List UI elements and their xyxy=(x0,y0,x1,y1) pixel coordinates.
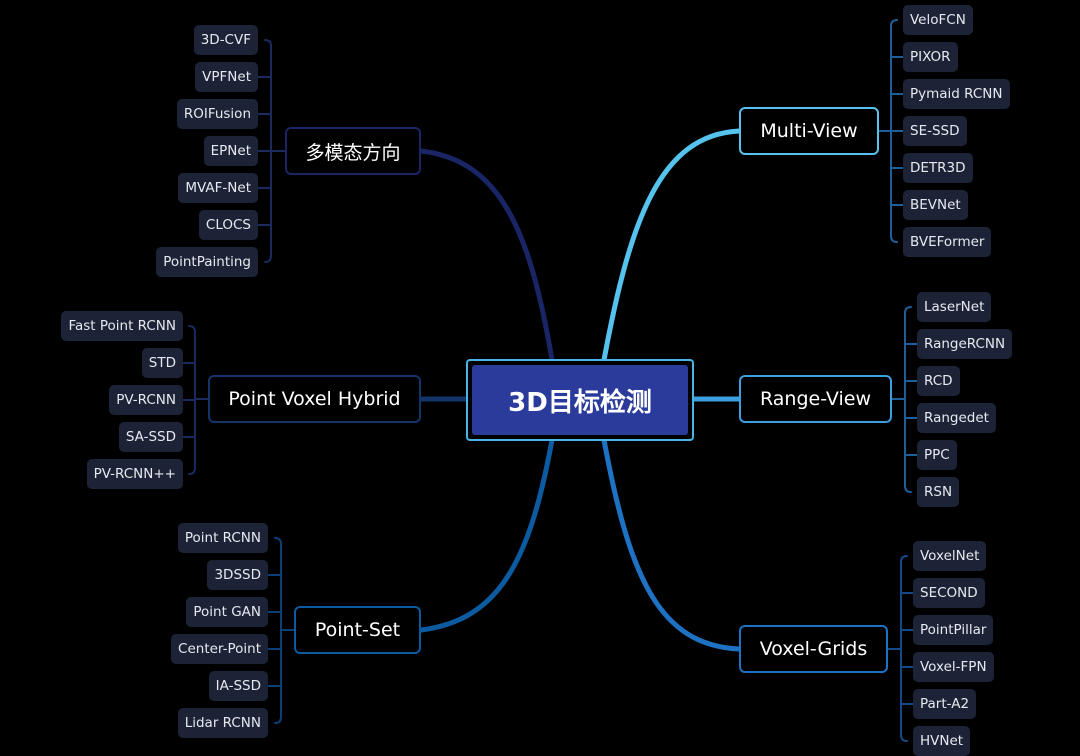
leaf-node[interactable]: EPNet xyxy=(203,136,258,166)
leaf-node[interactable]: RSN xyxy=(917,477,960,507)
link-voxelgrids-spine xyxy=(900,555,908,742)
link-pointset-spine xyxy=(274,537,282,724)
leaf-node[interactable]: Part-A2 xyxy=(913,689,977,719)
leaf-node[interactable]: LaserNet xyxy=(917,292,992,322)
link-root-multimodal xyxy=(418,148,555,363)
leaf-node[interactable]: Voxel-FPN xyxy=(913,652,994,682)
leaf-node[interactable]: 3D-CVF xyxy=(193,25,258,55)
leaf-node[interactable]: PIXOR xyxy=(903,42,958,72)
leaf-node[interactable]: Center-Point xyxy=(171,634,268,664)
link-rangeview-spine xyxy=(904,306,912,493)
leaf-node[interactable]: Fast Point RCNN xyxy=(61,311,183,341)
root-label: 3D目标检测 xyxy=(472,365,688,435)
leaf-node[interactable]: PointPainting xyxy=(156,247,258,277)
leaf-node[interactable]: SE-SSD xyxy=(903,116,967,146)
leaf-node[interactable]: Point RCNN xyxy=(177,523,268,553)
link-root-pointset xyxy=(418,437,555,633)
leaf-node[interactable]: PointPillar xyxy=(913,615,994,645)
branch-range-view[interactable]: Range-View xyxy=(739,375,892,423)
leaf-node[interactable]: PV-RCNN++ xyxy=(86,459,183,489)
leaf-node[interactable]: PV-RCNN xyxy=(109,385,183,415)
leaf-node[interactable]: Lidar RCNN xyxy=(177,708,268,738)
leaf-node[interactable]: HVNet xyxy=(913,726,971,756)
leaf-node[interactable]: BVEFormer xyxy=(903,227,992,257)
branch-point-voxel-hybrid[interactable]: Point Voxel Hybrid xyxy=(208,375,421,423)
root-node[interactable]: 3D目标检测 xyxy=(466,359,694,441)
leaf-node[interactable]: CLOCS xyxy=(198,210,258,240)
leaf-node[interactable]: MVAF-Net xyxy=(178,173,258,203)
link-root-multiview xyxy=(601,128,742,363)
leaf-node[interactable]: RangeRCNN xyxy=(917,329,1013,359)
leaf-node[interactable]: Point GAN xyxy=(186,597,268,627)
leaf-node[interactable]: IA-SSD xyxy=(208,671,268,701)
leaf-node[interactable]: RCD xyxy=(917,366,960,396)
leaf-node[interactable]: BEVNet xyxy=(903,190,968,220)
link-root-voxelgrids xyxy=(601,437,742,652)
leaf-node[interactable]: STD xyxy=(141,348,183,378)
branch-multi-view[interactable]: Multi-View xyxy=(739,107,879,155)
leaf-node[interactable]: VPFNet xyxy=(195,62,258,92)
leaf-node[interactable]: SECOND xyxy=(913,578,985,608)
branch-voxel-grids[interactable]: Voxel-Grids xyxy=(739,625,888,673)
leaf-node[interactable]: PPC xyxy=(917,440,957,470)
leaf-node[interactable]: VoxelNet xyxy=(913,541,987,571)
leaf-node[interactable]: ROIFusion xyxy=(176,99,258,129)
branch-multimodal[interactable]: 多模态方向 xyxy=(285,127,421,175)
leaf-node[interactable]: 3DSSD xyxy=(207,560,268,590)
leaf-node[interactable]: VeloFCN xyxy=(903,5,973,35)
branch-point-set[interactable]: Point-Set xyxy=(294,606,421,654)
leaf-node[interactable]: DETR3D xyxy=(903,153,973,183)
leaf-node[interactable]: Pymaid RCNN xyxy=(903,79,1010,109)
leaf-node[interactable]: SA-SSD xyxy=(118,422,183,452)
leaf-node[interactable]: Rangedet xyxy=(917,403,996,433)
